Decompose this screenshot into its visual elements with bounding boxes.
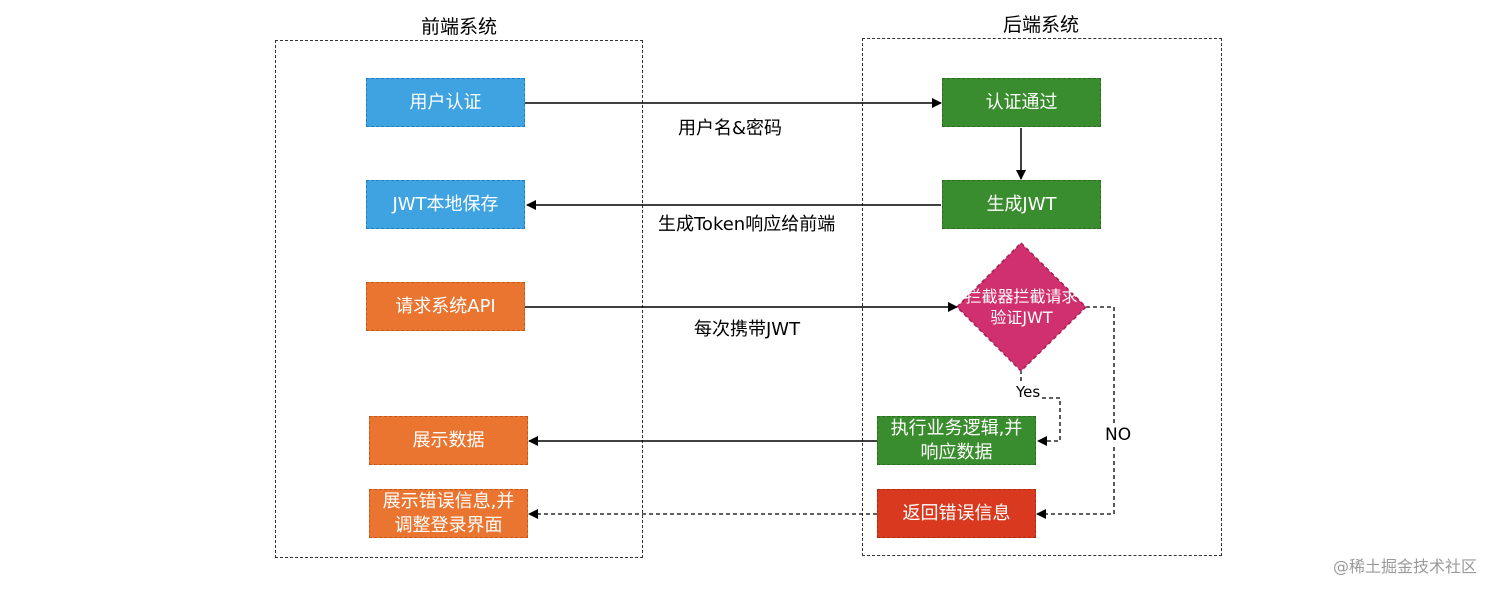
interceptor-label: 拦截器拦截请求 验证JWT — [959, 286, 1084, 328]
exec-label-2: 响应数据 — [920, 441, 993, 463]
backend-group-box — [862, 38, 1222, 556]
user-auth-label: 用户认证 — [409, 91, 482, 113]
edge-label-no: NO — [1104, 425, 1133, 445]
show-error-label-1: 展示错误信息,并 — [382, 490, 515, 512]
edge-label-yes: Yes — [1015, 383, 1042, 401]
watermark: @稀土掘金技术社区 — [1333, 557, 1478, 576]
edge-yes — [1020, 370, 1061, 446]
gen-jwt-label: 生成JWT — [986, 193, 1057, 215]
backend-title: 后端系统 — [1002, 14, 1079, 36]
interceptor-diamond — [955, 241, 1088, 373]
request-api-node: 请求系统API — [366, 282, 525, 331]
interceptor-label-2: 验证JWT — [990, 308, 1053, 327]
frontend-title: 前端系统 — [420, 16, 497, 38]
show-data-label: 展示数据 — [412, 429, 485, 451]
frontend-group-box — [275, 40, 643, 558]
show-data-node: 展示数据 — [369, 416, 528, 465]
exec-label-1: 执行业务逻辑,并 — [890, 417, 1023, 439]
exec-node: 执行业务逻辑,并 响应数据 — [877, 416, 1036, 465]
auth-pass-node: 认证通过 — [942, 78, 1101, 127]
jwt-store-label: JWT本地保存 — [392, 193, 499, 215]
request-api-label: 请求系统API — [395, 295, 496, 317]
user-auth-node: 用户认证 — [366, 78, 525, 127]
jwt-store-node: JWT本地保存 — [366, 180, 525, 229]
interceptor-label-1: 拦截器拦截请求 — [965, 287, 1078, 306]
edge-no — [1036, 306, 1115, 519]
auth-pass-label: 认证通过 — [985, 91, 1058, 113]
show-error-node: 展示错误信息,并 调整登录界面 — [369, 489, 528, 538]
return-error-label: 返回错误信息 — [902, 502, 1011, 524]
gen-jwt-node: 生成JWT — [942, 180, 1101, 229]
edge-label-token-response: 生成Token响应给前端 — [656, 210, 838, 236]
show-error-label-2: 调整登录界面 — [394, 514, 503, 536]
edge-label-carry-jwt: 每次携带JWT — [692, 315, 803, 341]
return-error-node: 返回错误信息 — [877, 489, 1036, 538]
edge-label-username-password: 用户名&密码 — [676, 114, 785, 140]
